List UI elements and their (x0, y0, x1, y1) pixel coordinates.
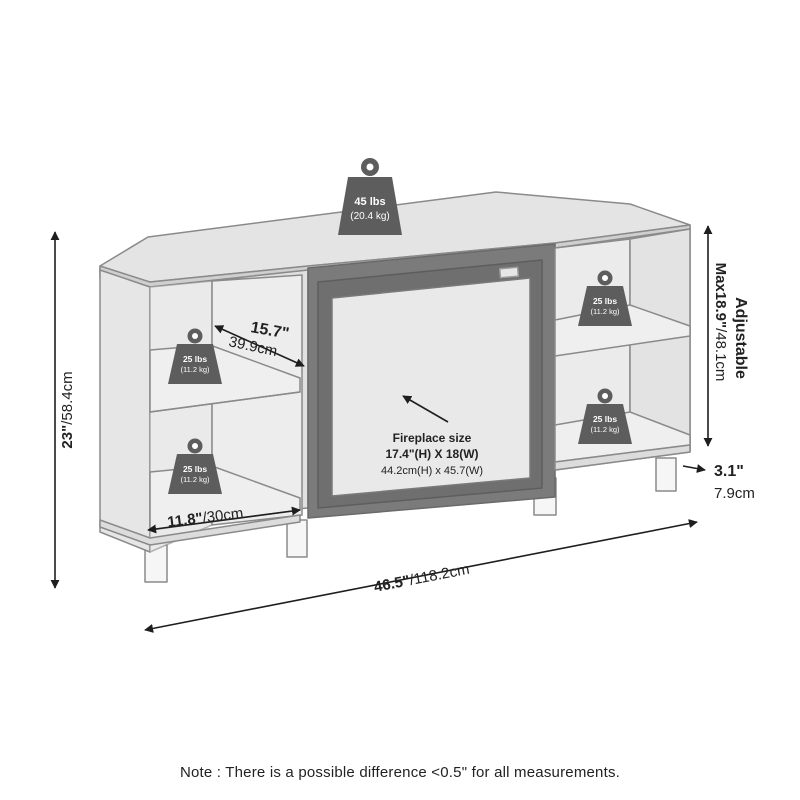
weight-icon-top: 45 lbs (20.4 kg) (338, 158, 402, 235)
shelf-weight-main: 25 lbs (593, 296, 617, 306)
shelf-depth-imperial: 15.7" (249, 319, 290, 342)
shelf-width-label: 11.8"/30cm (166, 505, 244, 531)
total-width-arrow (144, 519, 698, 633)
fireplace-control-panel (498, 266, 520, 279)
shelf-weight-sub: (11.2 kg) (590, 307, 620, 316)
dimension-arrows (50, 225, 713, 633)
shelf-weight-sub: (11.2 kg) (180, 365, 210, 374)
shelf-width-metric: /30cm (202, 505, 245, 527)
leg-front-right (655, 457, 677, 492)
height-imperial: 23" (59, 425, 76, 449)
leg-height-metric: 7.9cm (714, 485, 755, 502)
measurement-note: Note : There is a possible difference <0… (179, 764, 621, 781)
adjustable-label: Max18.9"/48.1cm (712, 263, 729, 382)
top-weight-main: 45 lbs (354, 196, 385, 208)
total-width-imperial: 46.5" (373, 572, 412, 596)
left-side-panel (99, 269, 151, 553)
fireplace-title: Fireplace size (393, 431, 472, 445)
right-base (554, 444, 691, 471)
fireplace-metric: 44.2cm(H) x 45.7(W) (381, 465, 483, 477)
height-label: 23"/58.4cm (59, 371, 76, 448)
shelf-width-imperial: 11.8" (166, 510, 203, 531)
shelf-weight-main: 25 lbs (183, 354, 207, 364)
adjustable-imperial: Max18.9" (712, 263, 729, 329)
top-weight-sub: (20.4 kg) (350, 211, 389, 222)
adjustable-title: Adjustable (732, 297, 749, 379)
weight-icon-left-lower: 25 lbs (11.2 kg) (168, 438, 222, 494)
adjustable-metric: /48.1cm (712, 328, 729, 381)
height-metric: /58.4cm (59, 371, 76, 424)
leg-height-arrow (682, 464, 706, 473)
shelf-depth-arrow (214, 325, 305, 367)
shelf-weight-sub: (11.2 kg) (590, 425, 620, 434)
total-width-label: 46.5"/118.2cm (373, 561, 471, 596)
fireplace-pointer-arrow (402, 395, 449, 423)
fireplace-glass (331, 277, 531, 497)
weight-icon-left-upper: 25 lbs (11.2 kg) (168, 328, 222, 384)
shelf-weight-sub: (11.2 kg) (180, 475, 210, 484)
fireplace-imperial: 17.4"(H) X 18(W) (385, 447, 478, 461)
weight-icon-right-upper: 25 lbs (11.2 kg) (578, 270, 632, 326)
shelf-weight-main: 25 lbs (183, 464, 207, 474)
leg-back-left (286, 519, 308, 558)
total-width-metric: /118.2cm (408, 561, 471, 589)
leg-height-imperial: 3.1" (714, 463, 744, 480)
weight-icon-right-lower: 25 lbs (11.2 kg) (578, 388, 632, 444)
shelf-weight-main: 25 lbs (593, 414, 617, 424)
